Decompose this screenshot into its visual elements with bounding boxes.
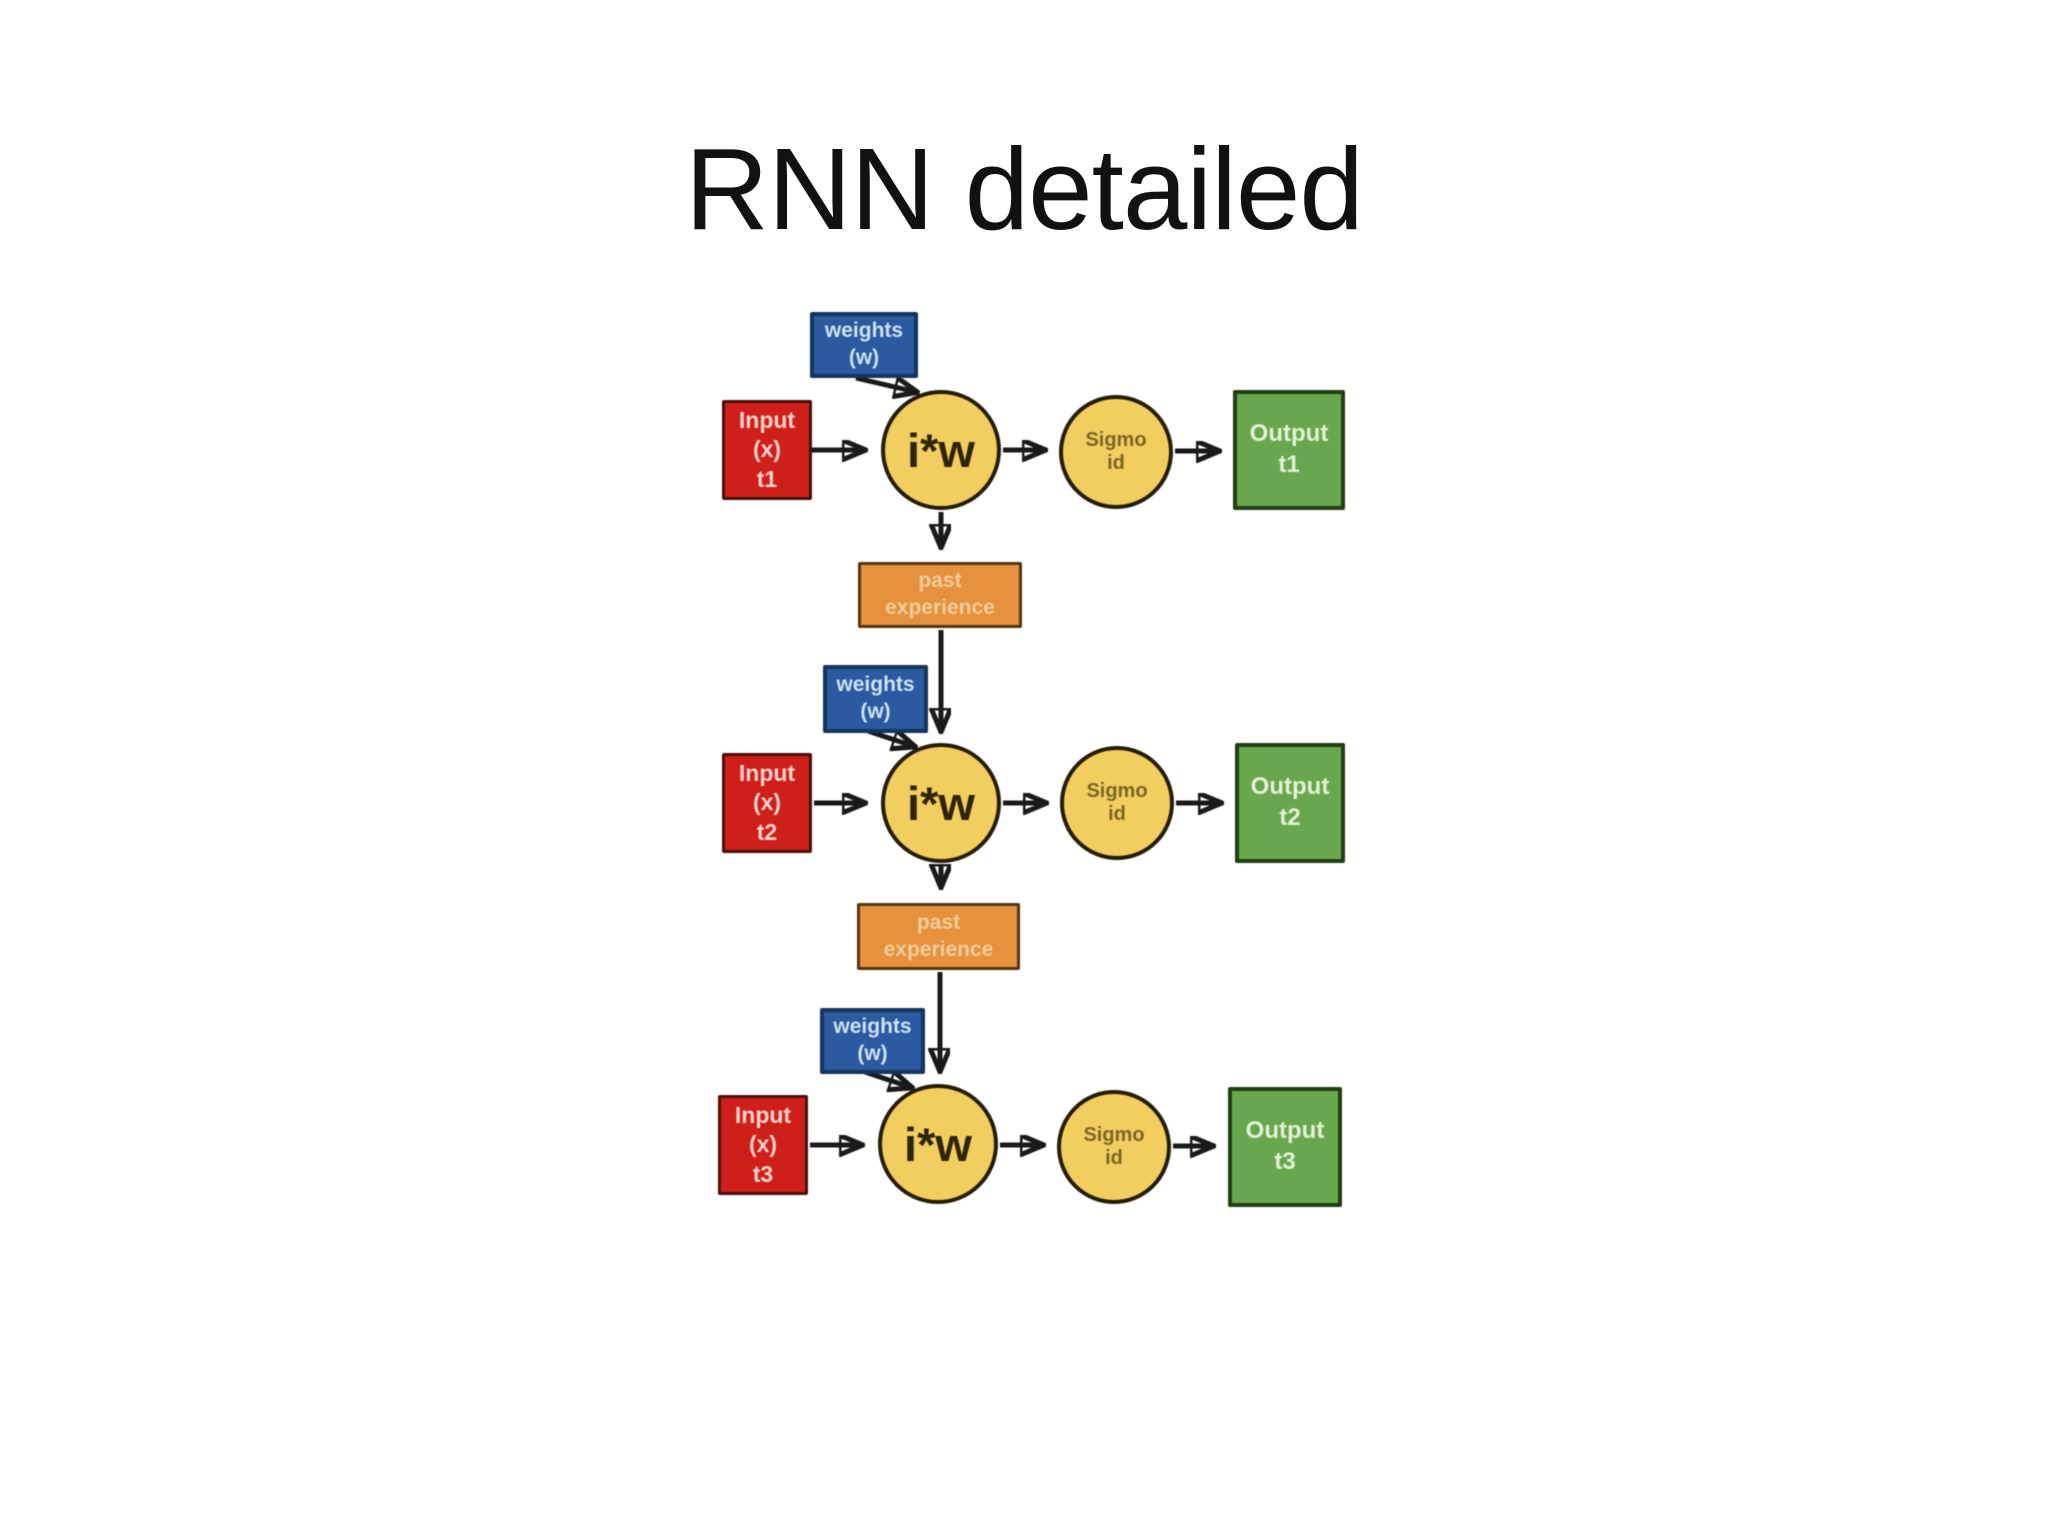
output-box-t2: Output t2 (1235, 743, 1345, 863)
weights-label-line: (w) (848, 346, 880, 369)
weights-box-t1: weights (w) (810, 312, 918, 378)
output-box-t1: Output t1 (1233, 390, 1345, 510)
input-label-line: Input (738, 759, 796, 786)
past-experience-box-t1: past experience (858, 562, 1022, 628)
input-label-line: (x) (752, 436, 782, 463)
sigmoid-label-line: Sigmo (1083, 1124, 1145, 1146)
output-label-line: Output (1250, 773, 1330, 801)
input-label-line: (x) (752, 789, 782, 816)
node-circle-t2: i*w (881, 743, 1001, 863)
weights-label-line: weights (836, 673, 915, 697)
sigmoid-label-line: Sigmo (1086, 780, 1148, 802)
page-title: RNN detailed (685, 124, 1364, 254)
sigmoid-circle-t3: Sigmo id (1057, 1090, 1171, 1204)
output-label-line: Output (1245, 1117, 1325, 1145)
sigmoid-label-line: id (1107, 452, 1125, 474)
arrow-weights-t1-to-node (855, 375, 912, 391)
output-label-line: t1 (1278, 451, 1300, 478)
output-box-t3: Output t3 (1228, 1087, 1342, 1207)
weights-label-line: weights (824, 319, 904, 343)
sigmoid-label-line: id (1105, 1147, 1123, 1169)
past-label-line: past (918, 569, 962, 593)
past-experience-box-t2: past experience (857, 903, 1020, 970)
node-label: i*w (904, 1117, 972, 1171)
input-label-line: Input (738, 406, 796, 433)
output-label-line: t2 (1279, 804, 1301, 831)
past-label-line: experience (885, 596, 995, 619)
weights-label-line: (w) (860, 700, 891, 723)
node-circle-t3: i*w (878, 1084, 998, 1204)
input-label-line: t3 (752, 1160, 774, 1187)
weights-label-line: (w) (857, 1042, 888, 1065)
input-box-t1: Input (x) t1 (722, 400, 812, 500)
node-label: i*w (907, 423, 975, 477)
weights-label-line: weights (833, 1015, 912, 1039)
node-circle-t1: i*w (881, 390, 1001, 510)
input-box-t3: Input (x) t3 (718, 1095, 808, 1195)
weights-box-t2: weights (w) (823, 665, 928, 733)
input-label-line: Input (734, 1101, 792, 1128)
sigmoid-label-line: Sigmo (1085, 429, 1147, 451)
past-label-line: experience (883, 937, 994, 961)
input-label-line: t2 (756, 818, 778, 845)
node-label: i*w (907, 776, 975, 830)
input-label-line: (x) (748, 1131, 778, 1158)
output-label-line: t3 (1274, 1148, 1296, 1175)
input-box-t2: Input (x) t2 (722, 753, 812, 853)
arrow-weights-t3-to-node (864, 1069, 907, 1086)
weights-box-t3: weights (w) (820, 1008, 925, 1074)
output-label-line: Output (1249, 420, 1329, 448)
sigmoid-label-line: id (1108, 803, 1126, 825)
input-label-line: t1 (756, 465, 778, 492)
arrow-weights-t2-to-node (867, 728, 910, 745)
sigmoid-circle-t1: Sigmo id (1059, 395, 1173, 509)
past-label-line: past (916, 910, 961, 934)
sigmoid-circle-t2: Sigmo id (1060, 746, 1174, 860)
